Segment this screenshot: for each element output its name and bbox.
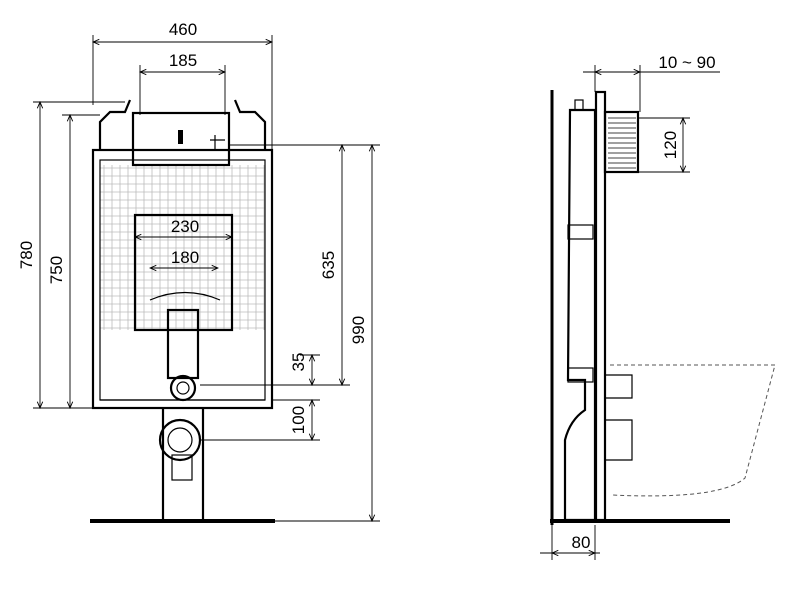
dim-10-90-label: 10 ~ 90 — [658, 53, 715, 72]
frame-profile — [594, 90, 607, 522]
front-view: 460 185 230 180 780 750 635 990 35 100 — [17, 20, 380, 523]
flush-plate-box — [603, 110, 640, 174]
dim-35-label: 35 — [289, 353, 308, 372]
side-bracket — [567, 224, 594, 240]
side-view: 10 ~ 90 120 80 — [540, 53, 776, 560]
cistern — [131, 111, 231, 167]
frame-mesh — [100, 165, 265, 330]
toilet-mount — [605, 374, 633, 461]
cistern-slot — [178, 130, 183, 144]
toilet-outline — [610, 364, 776, 497]
dim-100-label: 100 — [289, 406, 308, 434]
drain-pipe — [166, 308, 200, 380]
flush-pipe-bend — [149, 291, 221, 301]
dim-990-label: 990 — [349, 316, 368, 344]
frame-outline — [91, 148, 274, 410]
cistern-profile — [563, 108, 597, 522]
dim-635-label: 635 — [319, 251, 338, 279]
dim-185-label: 185 — [169, 51, 197, 70]
pipe-connector — [169, 374, 197, 402]
dim-180-label: 180 — [171, 248, 199, 267]
dim-120-label: 120 — [661, 131, 680, 159]
frame-legs — [161, 408, 205, 520]
inner-opening — [133, 213, 234, 332]
dim-460-label: 460 — [169, 20, 197, 39]
outlet-elbow — [158, 418, 202, 462]
dim-80-label: 80 — [572, 533, 591, 552]
valve — [210, 135, 225, 150]
frame-top-brackets — [98, 99, 267, 150]
dim-750-label: 750 — [47, 256, 66, 284]
dim-780-label: 780 — [17, 241, 36, 269]
dim-230-label: 230 — [171, 217, 199, 236]
